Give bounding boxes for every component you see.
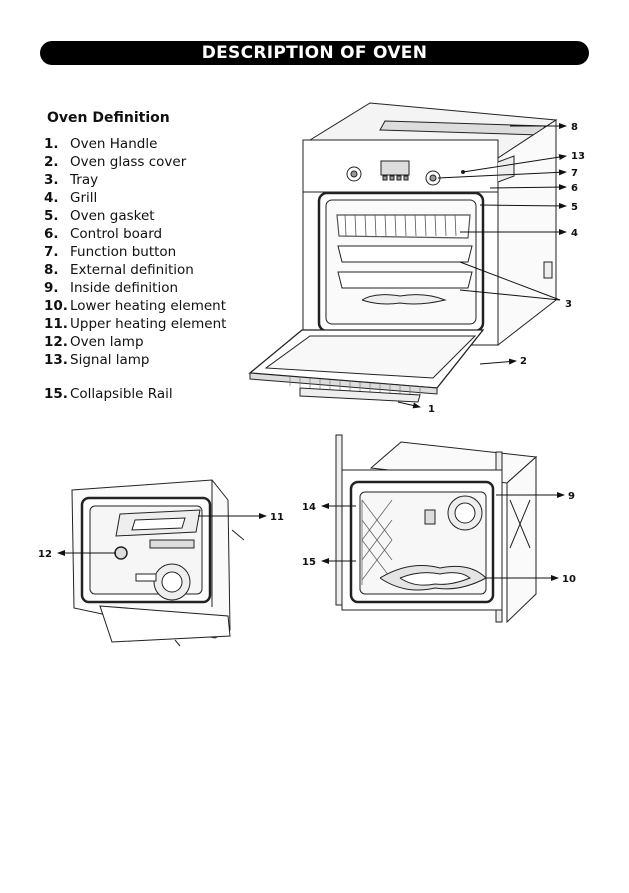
page-title: DESCRIPTION OF OVEN: [40, 41, 589, 65]
list-item: 5. Oven gasket: [44, 207, 226, 225]
list-item: 13.Signal lamp: [44, 351, 226, 369]
item-number: 2.: [44, 154, 59, 170]
callout-12: 12: [38, 549, 52, 560]
item-label: Oven gasket: [70, 208, 155, 224]
list-item: 2. Oven glass cover: [44, 153, 226, 171]
callout-6: 6: [571, 183, 578, 194]
item-label: Tray: [70, 172, 99, 188]
list-item: 4. Grill: [44, 189, 226, 207]
item-label: Upper heating element: [70, 316, 227, 332]
item-number: 7.: [44, 244, 59, 260]
list-item: 10.Lower heating element: [44, 297, 226, 315]
callout-9: 9: [568, 491, 575, 502]
item-label: Grill: [70, 190, 98, 206]
list-item: 6. Control board: [44, 225, 226, 243]
item-number: 10.: [44, 298, 68, 314]
item-number: 11.: [44, 316, 68, 332]
parts-list: 1.Oven Handle 2.Oven glass cover 3.Tray …: [44, 135, 226, 403]
item-number: 5.: [44, 208, 59, 224]
list-item: 8. External definition: [44, 261, 226, 279]
list-item: 1. Oven Handle: [44, 135, 226, 153]
callout-10: 10: [562, 574, 576, 585]
item-label: Signal lamp: [70, 352, 150, 368]
callout-15: 15: [302, 557, 316, 568]
item-number: 6.: [44, 226, 59, 242]
callout-13: 13: [571, 151, 585, 162]
item-number: 9.: [44, 280, 59, 296]
item-label: Oven glass cover: [70, 154, 187, 170]
callout-8: 8: [571, 122, 578, 133]
oven-front-illustration: [248, 102, 558, 403]
list-item: 3. Tray: [44, 171, 226, 189]
item-label: Lower heating element: [70, 298, 226, 314]
list-item: 11.Upper heating element: [44, 315, 226, 333]
definition-heading: Oven Definition: [47, 110, 170, 126]
item-number: 15.: [44, 386, 68, 402]
list-item: 12.Oven lamp: [44, 333, 226, 351]
oven-interior-illustration: [335, 434, 538, 624]
callout-14: 14: [302, 502, 316, 513]
callout-7: 7: [571, 168, 578, 179]
item-label: Inside definition: [70, 280, 179, 296]
list-item: 7. Function button: [44, 243, 226, 261]
callout-4: 4: [571, 228, 578, 239]
item-label: Oven lamp: [70, 334, 144, 350]
item-number: 4.: [44, 190, 59, 206]
item-label: Control board: [70, 226, 163, 242]
callout-2: 2: [520, 356, 527, 367]
list-item: 15.Collapsible Rail: [44, 385, 226, 403]
list-item: 9. Inside definition: [44, 279, 226, 297]
callout-11: 11: [270, 512, 284, 523]
oven-back-illustration: [71, 479, 245, 647]
item-number: 3.: [44, 172, 59, 188]
callout-1: 1: [428, 404, 435, 415]
item-number: 8.: [44, 262, 59, 278]
item-number: 1.: [44, 136, 59, 152]
item-label: Collapsible Rail: [70, 386, 173, 402]
item-number: 12.: [44, 334, 68, 350]
item-label: Oven Handle: [70, 136, 158, 152]
item-number: 13.: [44, 352, 68, 368]
callout-5: 5: [571, 202, 578, 213]
item-label: External definition: [70, 262, 194, 278]
item-label: Function button: [70, 244, 177, 260]
callout-3: 3: [565, 299, 572, 310]
